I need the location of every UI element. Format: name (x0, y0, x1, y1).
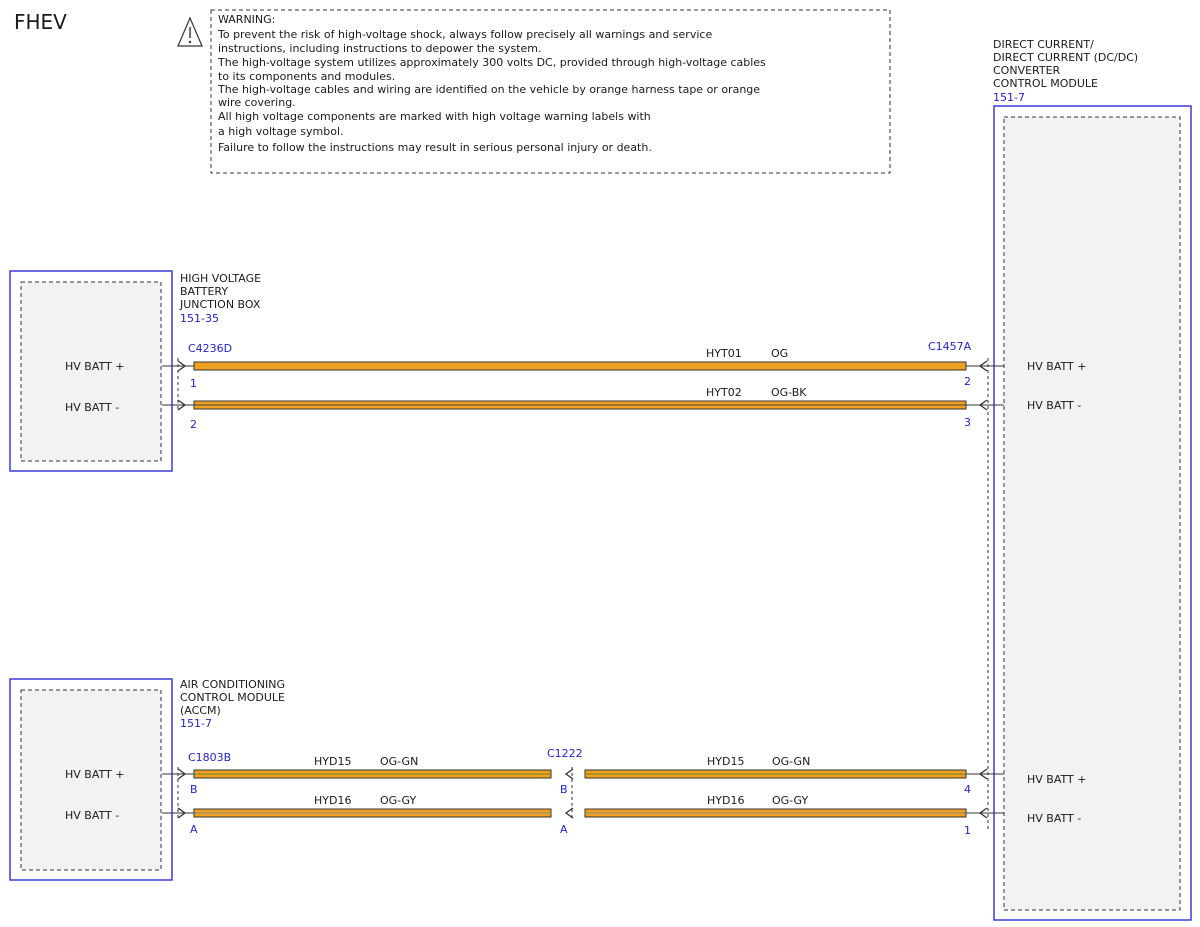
pin-number: 1 (964, 824, 971, 837)
warning-line: wire covering. (218, 96, 296, 109)
connector-name-c1222: C1222 (547, 747, 583, 760)
wire-color: OG-GN (772, 755, 810, 768)
wire-hyd16-right: HYD16 OG-GY (584, 794, 1004, 819)
wire-color: OG-GY (772, 794, 809, 807)
wire-color: OG-BK (771, 386, 807, 399)
module-name-line: BATTERY (180, 285, 228, 298)
wire-circuit: HYT01 (706, 347, 742, 360)
wire-circuit: HYD16 (707, 794, 744, 807)
module-name-line: AIR CONDITIONING (180, 678, 285, 691)
warning-line: to its components and modules. (218, 70, 395, 83)
pin-number: A (190, 823, 198, 836)
hv-battery-junction-box: HIGH VOLTAGE BATTERY JUNCTION BOX 151-35… (9, 270, 261, 472)
module-name-line: CONTROL MODULE (180, 691, 285, 704)
pin-label: HV BATT + (1027, 773, 1086, 786)
pin-number: 4 (964, 783, 971, 796)
module-name-line: CONTROL MODULE (993, 77, 1098, 90)
warning-triangle-icon (177, 16, 203, 47)
wire-hyt02: HYT02 OG-BK (162, 386, 1004, 411)
connector-name-c4236d: C4236D (188, 342, 232, 355)
warning-box: WARNING: To prevent the risk of high-vol… (177, 9, 891, 174)
dcdc-converter-module: DIRECT CURRENT/ DIRECT CURRENT (DC/DC) C… (993, 38, 1192, 921)
warning-line: To prevent the risk of high-voltage shoc… (217, 28, 712, 41)
connector-name-c1457a: C1457A (928, 340, 972, 353)
warning-line: instructions, including instructions to … (218, 42, 542, 55)
wire-hyd15-left: HYD15 OG-GN (162, 755, 574, 780)
wire-hyd16-left: HYD16 OG-GY (162, 794, 574, 819)
warning-line: The high-voltage cables and wiring are i… (217, 83, 760, 96)
accm-module: AIR CONDITIONING CONTROL MODULE (ACCM) 1… (9, 678, 285, 881)
pin-label: HV BATT - (1027, 399, 1081, 412)
pin-number: B (560, 783, 568, 796)
module-name-line: HIGH VOLTAGE (180, 272, 261, 285)
module-ref: 151-7 (180, 717, 212, 730)
module-name-line: CONVERTER (993, 64, 1061, 77)
warning-line: WARNING: (218, 13, 275, 26)
warning-line: a high voltage symbol. (218, 125, 344, 138)
wire-circuit: HYD15 (707, 755, 744, 768)
wire-circuit: HYD15 (314, 755, 351, 768)
pin-number: 1 (190, 377, 197, 390)
module-name-line: DIRECT CURRENT (DC/DC) (993, 51, 1138, 64)
pin-number: 2 (964, 375, 971, 388)
pin-label: HV BATT - (65, 401, 119, 414)
wire-color: OG-GY (380, 794, 417, 807)
pin-label: HV BATT - (1027, 812, 1081, 825)
connector-name-c1803b: C1803B (188, 751, 231, 764)
pin-number: B (190, 783, 198, 796)
warning-line: The high-voltage system utilizes approxi… (217, 56, 766, 69)
pin-label: HV BATT + (65, 768, 124, 781)
module-ref: 151-7 (993, 91, 1025, 104)
wire-color: OG-GN (380, 755, 418, 768)
pin-label: HV BATT - (65, 809, 119, 822)
pin-number: A (560, 823, 568, 836)
wire-hyd15-right: HYD15 OG-GN (584, 755, 1004, 780)
pin-number: 2 (190, 418, 197, 431)
warning-line: All high voltage components are marked w… (218, 110, 651, 123)
diagram-title: FHEV (14, 10, 67, 34)
connector-outlines (177, 358, 989, 830)
module-name-line: JUNCTION BOX (179, 298, 261, 311)
pin-label: HV BATT + (65, 360, 124, 373)
warning-line: Failure to follow the instructions may r… (218, 141, 652, 154)
module-name-line: DIRECT CURRENT/ (993, 38, 1094, 51)
module-ref: 151-35 (180, 312, 219, 325)
module-name-line: (ACCM) (180, 704, 221, 717)
wire-circuit: HYT02 (706, 386, 742, 399)
wire-hyt01: HYT01 OG (162, 347, 1004, 372)
pin-number: 3 (964, 416, 971, 429)
pin-label: HV BATT + (1027, 360, 1086, 373)
wire-circuit: HYD16 (314, 794, 351, 807)
wire-color: OG (771, 347, 788, 360)
